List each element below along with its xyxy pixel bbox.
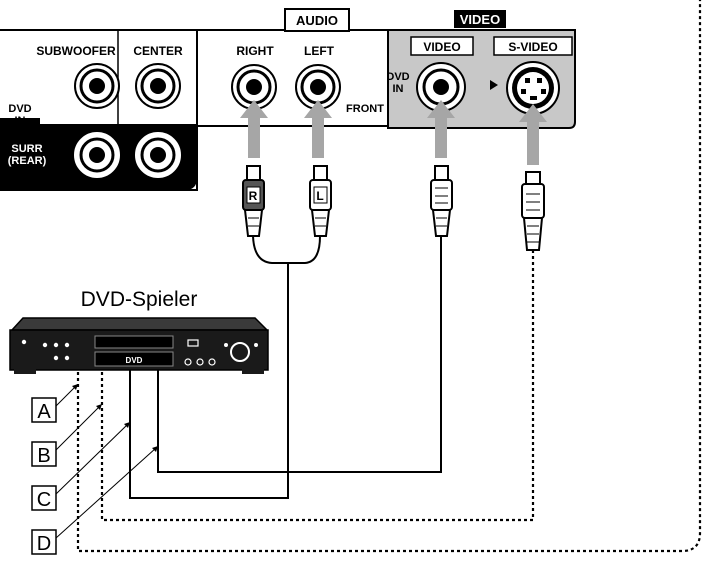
play-arrow-icon [490,80,498,90]
display-window [94,351,174,367]
surround-right-jack [74,132,120,178]
cable-optical [76,0,702,553]
front-right-jack [231,64,277,110]
cable-audio [252,235,321,264]
dvd-in-video-line1: DVD [386,71,409,83]
dvd-in-left-line2: IN [15,115,26,127]
receiver-rear-panel: AUDIO VIDEO SUBWOOFER CENTER RIGHT LEFT … [0,8,576,191]
video-header: VIDEO [460,12,500,27]
video-jack [416,62,466,112]
arrow-left-icon [304,100,332,158]
surround-left-jack [135,132,181,178]
insertion-arrows [240,100,547,165]
subwoofer-jack [74,63,120,109]
label-c: C [31,485,57,511]
right-label: RIGHT [236,44,274,58]
cable-video [157,236,442,473]
s-video-jack [506,61,560,115]
dvd-player-title: DVD-Spieler [81,288,198,311]
player-top [10,317,269,331]
dotted-cables [76,0,702,553]
label-d: D [31,529,57,555]
audio-header-box [284,8,350,32]
disc-tray [94,335,174,349]
volume-knob-icon [230,342,250,362]
label-a-text: A [37,401,51,423]
plug-l-label: L [316,189,323,203]
audio-header: AUDIO [296,13,338,28]
center-label: CENTER [133,44,183,58]
video-header-box [454,10,506,28]
display-text: DVD [126,356,143,365]
plug-r: R [242,165,265,237]
label-a: A [31,397,57,423]
video-jack-label: VIDEO [423,40,460,54]
plug-s-video [521,171,545,251]
subwoofer-label: SUBWOOFER [36,44,116,58]
cable-leaders [55,385,157,539]
cables [129,235,442,499]
surr-label-line1: SURR [11,143,42,155]
dvd-in-video-line2: IN [393,83,404,95]
s-video-jack-label: S-VIDEO [508,40,557,54]
dvd-player: DVD-Spieler DVD [9,288,269,374]
dvd-in-left-line1: DVD [8,103,31,115]
left-label: LEFT [304,44,335,58]
center-jack [135,63,181,109]
s-video-label-box [493,36,573,56]
arrow-video-icon [427,100,455,158]
label-b-text: B [37,445,50,467]
surr-label-line2: (REAR) [8,155,47,167]
label-c-text: C [37,489,51,511]
arrow-s-video-icon [519,104,547,165]
plug-l: L [309,165,332,237]
plug-video [430,165,453,237]
leader-arrowheads [72,384,158,452]
label-d-text: D [37,533,51,555]
video-jack-label-box [410,36,474,56]
front-label: FRONT [346,103,384,115]
label-b: B [31,441,57,467]
arrow-right-icon [240,100,268,158]
plug-r-label: R [249,189,258,203]
cable-s-video [100,250,535,522]
